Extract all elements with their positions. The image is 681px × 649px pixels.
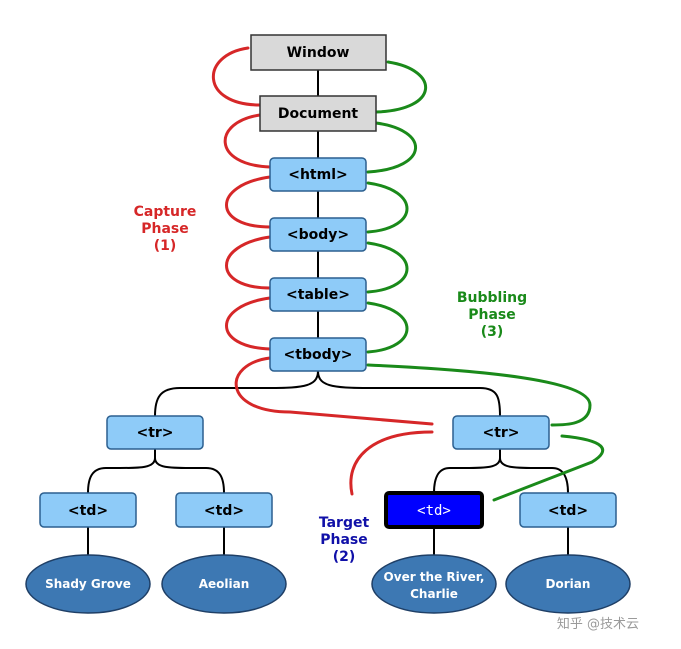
td-target-node: <td> (384, 491, 484, 529)
capture-line3: (1) (154, 238, 177, 254)
tr-right-label: <tr> (482, 425, 519, 441)
watermark: 知乎 @技术云 (557, 616, 639, 632)
html-node: <html> (269, 157, 367, 192)
bubbling-arcs (366, 60, 605, 502)
tr-left-label: <tr> (136, 425, 173, 441)
html-label: <html> (288, 167, 348, 183)
td-label-1: <td> (68, 503, 108, 519)
leaf-shady-grove: Shady Grove (25, 554, 151, 614)
target-phase-label: Target Phase (2) (319, 515, 370, 565)
body-node: <body> (269, 217, 367, 252)
window-label: Window (287, 45, 350, 61)
td-target-label: <td> (417, 503, 451, 519)
tbody-node: <tbody> (269, 337, 367, 372)
td-node-4: <td> (519, 492, 617, 528)
tree-connectors (87, 70, 569, 556)
leaf-label-3-line1: Over the River, (384, 570, 485, 584)
document-label: Document (278, 106, 359, 122)
target-line2: Phase (320, 532, 368, 548)
leaf-aeolian: Aeolian (161, 554, 287, 614)
bubbling-line3: (3) (481, 324, 504, 340)
capture-line2: Phase (141, 221, 189, 237)
bubbling-line2: Phase (468, 307, 516, 323)
target-line3: (2) (333, 549, 356, 565)
capture-arcs (211, 46, 434, 496)
td-node-2: <td> (175, 492, 273, 528)
leaf-label-1: Shady Grove (45, 577, 131, 591)
tr-right-node: <tr> (452, 415, 550, 450)
target-line1: Target (319, 515, 370, 531)
document-node: Document (259, 95, 377, 132)
leaf-dorian: Dorian (505, 554, 631, 614)
table-label: <table> (286, 287, 350, 303)
leaf-label-3-line2: Charlie (410, 587, 458, 601)
capture-line1: Capture (134, 204, 197, 220)
window-node: Window (250, 34, 387, 71)
leaf-label-2: Aeolian (199, 577, 250, 591)
leaf-over-the-river: Over the River, Charlie (371, 554, 497, 614)
tbody-label: <tbody> (284, 347, 353, 363)
capture-phase-label: Capture Phase (1) (134, 204, 197, 254)
tr-left-node: <tr> (106, 415, 204, 450)
td-node-1: <td> (39, 492, 137, 528)
td-label-4: <td> (548, 503, 588, 519)
table-node: <table> (269, 277, 367, 312)
leaf-label-4: Dorian (546, 577, 591, 591)
body-label: <body> (287, 227, 349, 243)
bubbling-line1: Bubbling (457, 290, 527, 306)
td-label-2: <td> (204, 503, 244, 519)
bubbling-phase-label: Bubbling Phase (3) (457, 290, 527, 340)
